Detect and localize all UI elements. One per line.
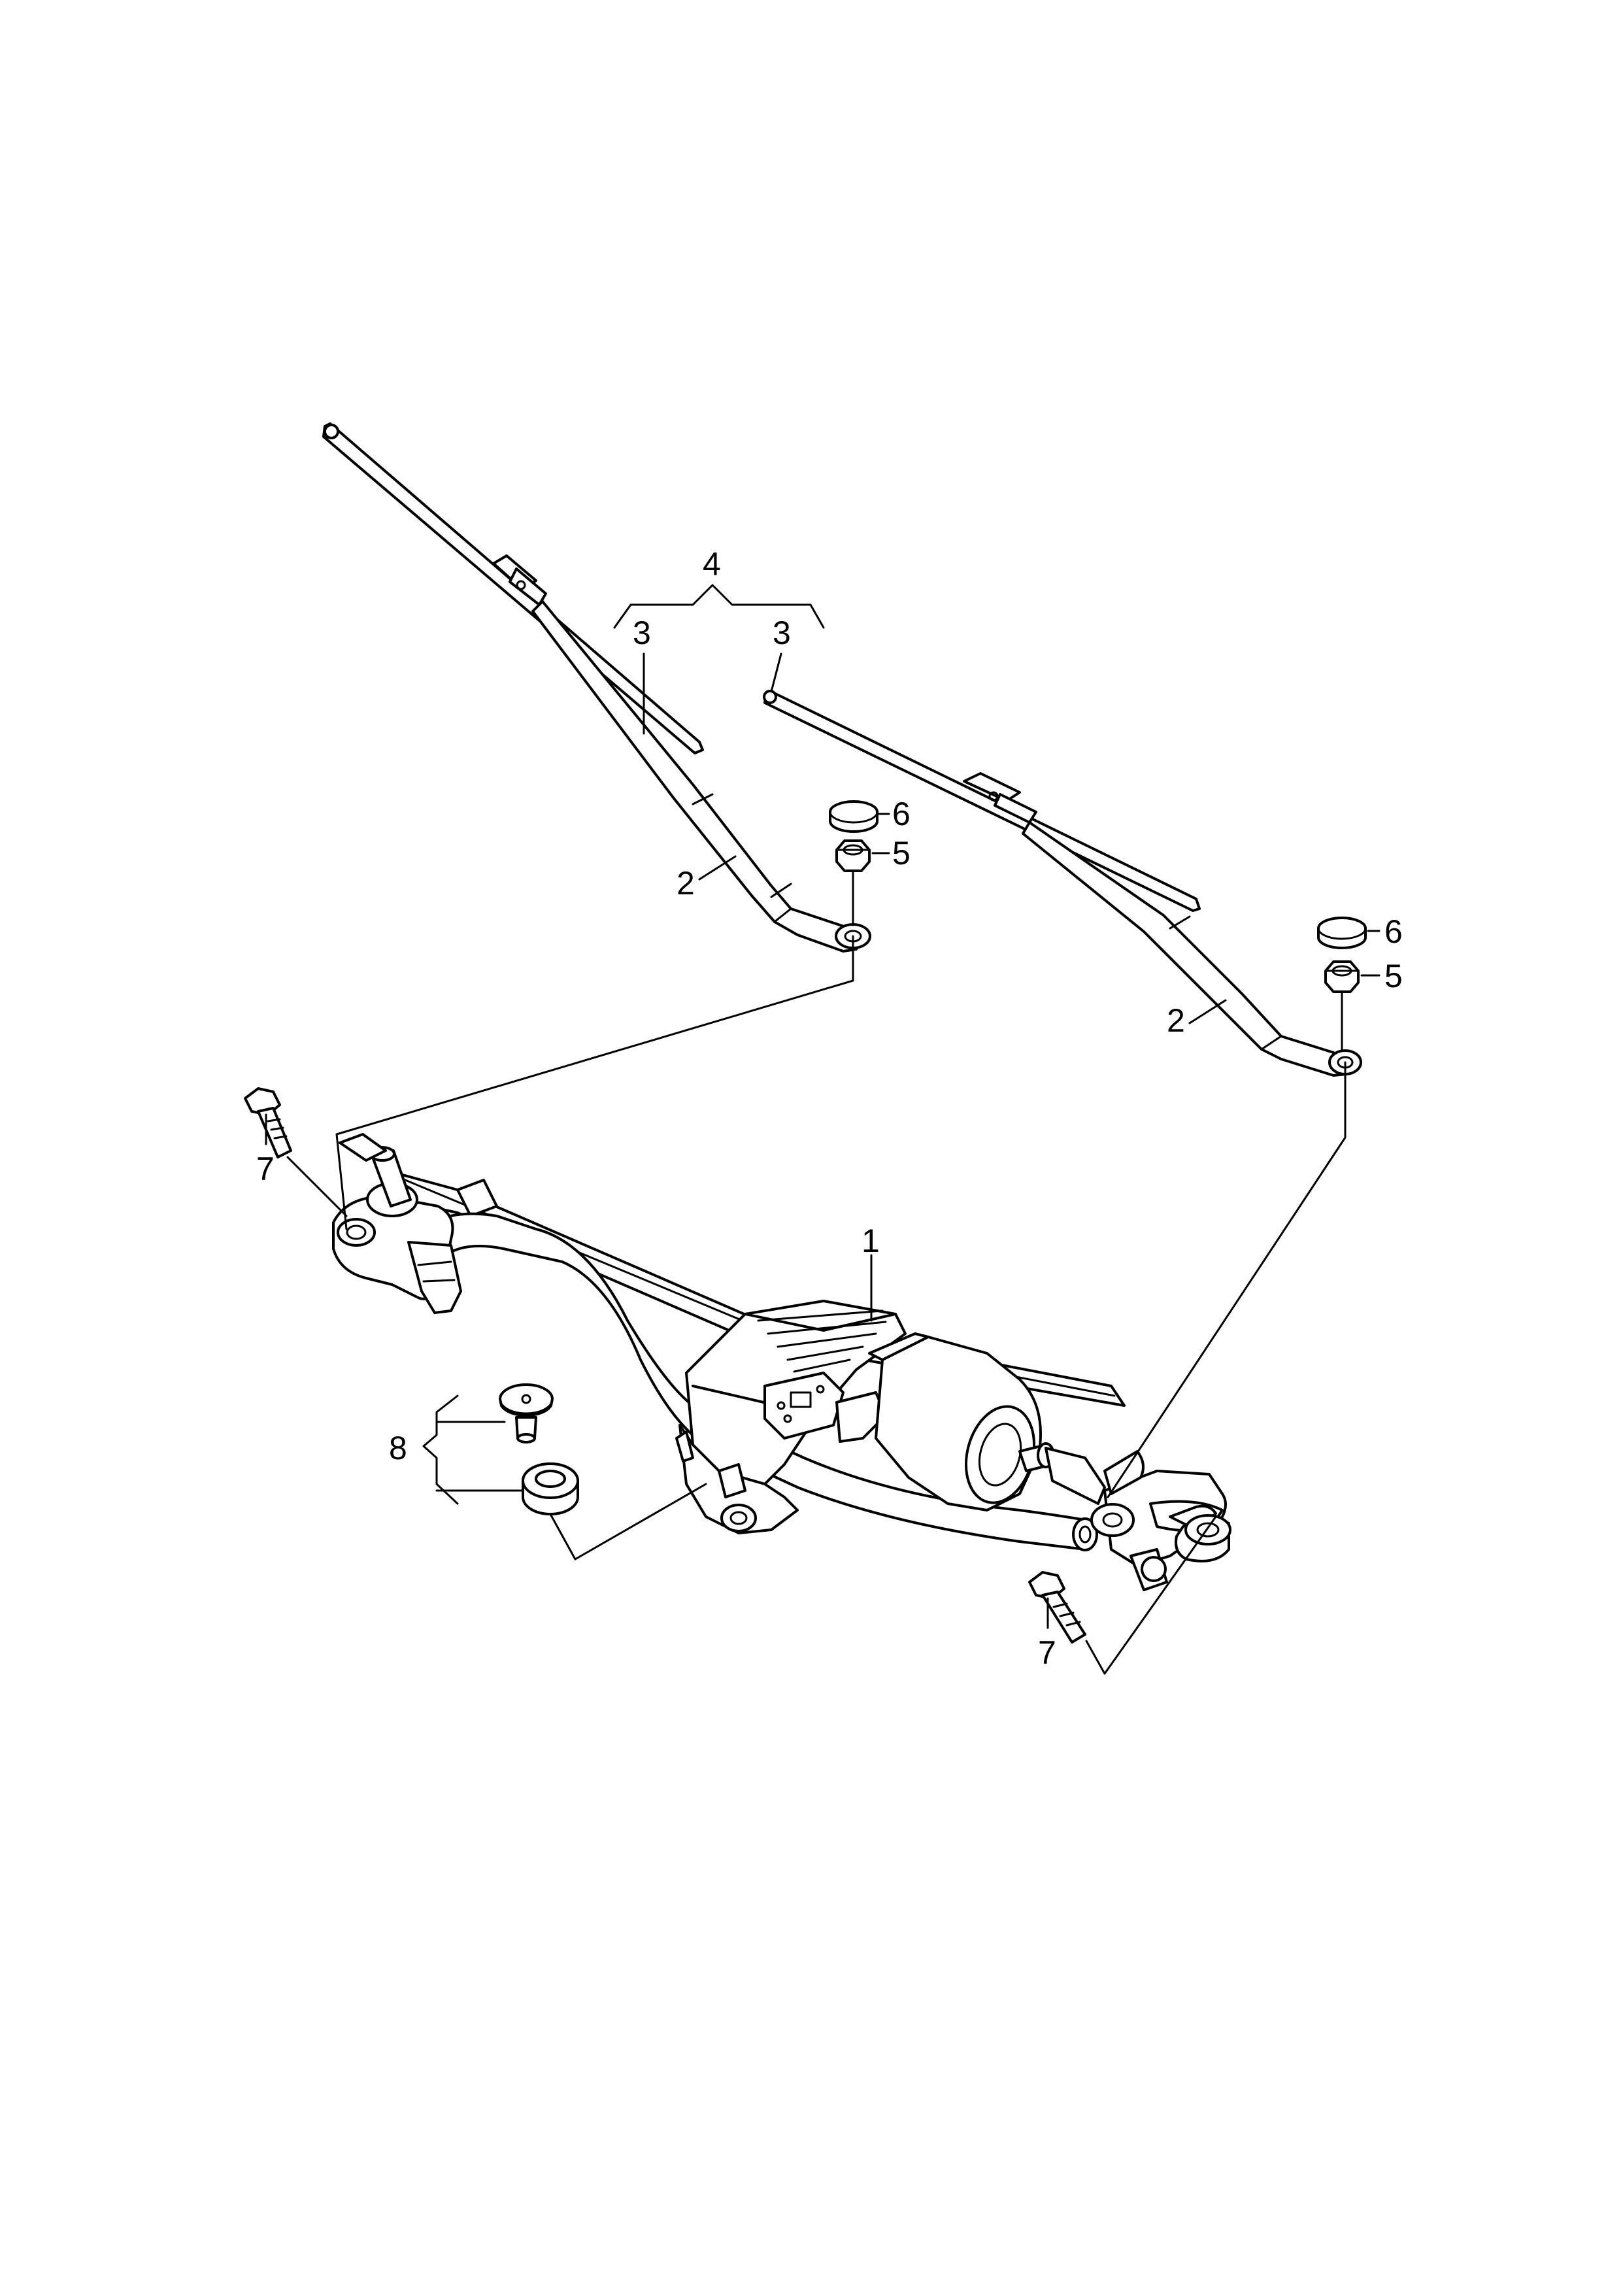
callouts: 1 2 2 3 3 4 5 5 6 6 7 7 8 [256, 546, 1403, 1671]
left-bolt [244, 1087, 292, 1158]
callout-5-left: 5 [892, 835, 911, 871]
callout-2-right: 2 [1167, 1002, 1185, 1039]
callout-6-left: 6 [892, 796, 911, 832]
callout-3-left: 3 [633, 615, 651, 651]
callout-5-right: 5 [1384, 958, 1403, 994]
callout-8: 8 [389, 1430, 407, 1466]
left-nut [835, 839, 871, 872]
right-wiper-arm [1022, 821, 1362, 1077]
wiper-motor-assembly [675, 1300, 1106, 1534]
callout-2-left: 2 [677, 865, 695, 902]
mounting-pin [499, 1383, 554, 1443]
right-nut [1324, 960, 1360, 993]
left-wiper-blade [322, 422, 704, 754]
callout-1: 1 [862, 1223, 880, 1259]
left-cap [829, 800, 878, 833]
callout-7-left: 7 [256, 1151, 275, 1187]
right-wiper-blade [763, 690, 1201, 912]
leader-lines [265, 584, 1380, 1675]
rubber-grommet [522, 1462, 579, 1515]
left-wiper-arm [531, 600, 871, 953]
wiper-linkage-frame [332, 1133, 1231, 1591]
callout-3-right: 3 [773, 615, 791, 651]
right-cap [1317, 917, 1367, 949]
callout-7-right: 7 [1038, 1634, 1056, 1671]
right-bolt [1028, 1571, 1086, 1644]
callout-4: 4 [703, 546, 721, 582]
callout-6-right: 6 [1384, 913, 1403, 950]
